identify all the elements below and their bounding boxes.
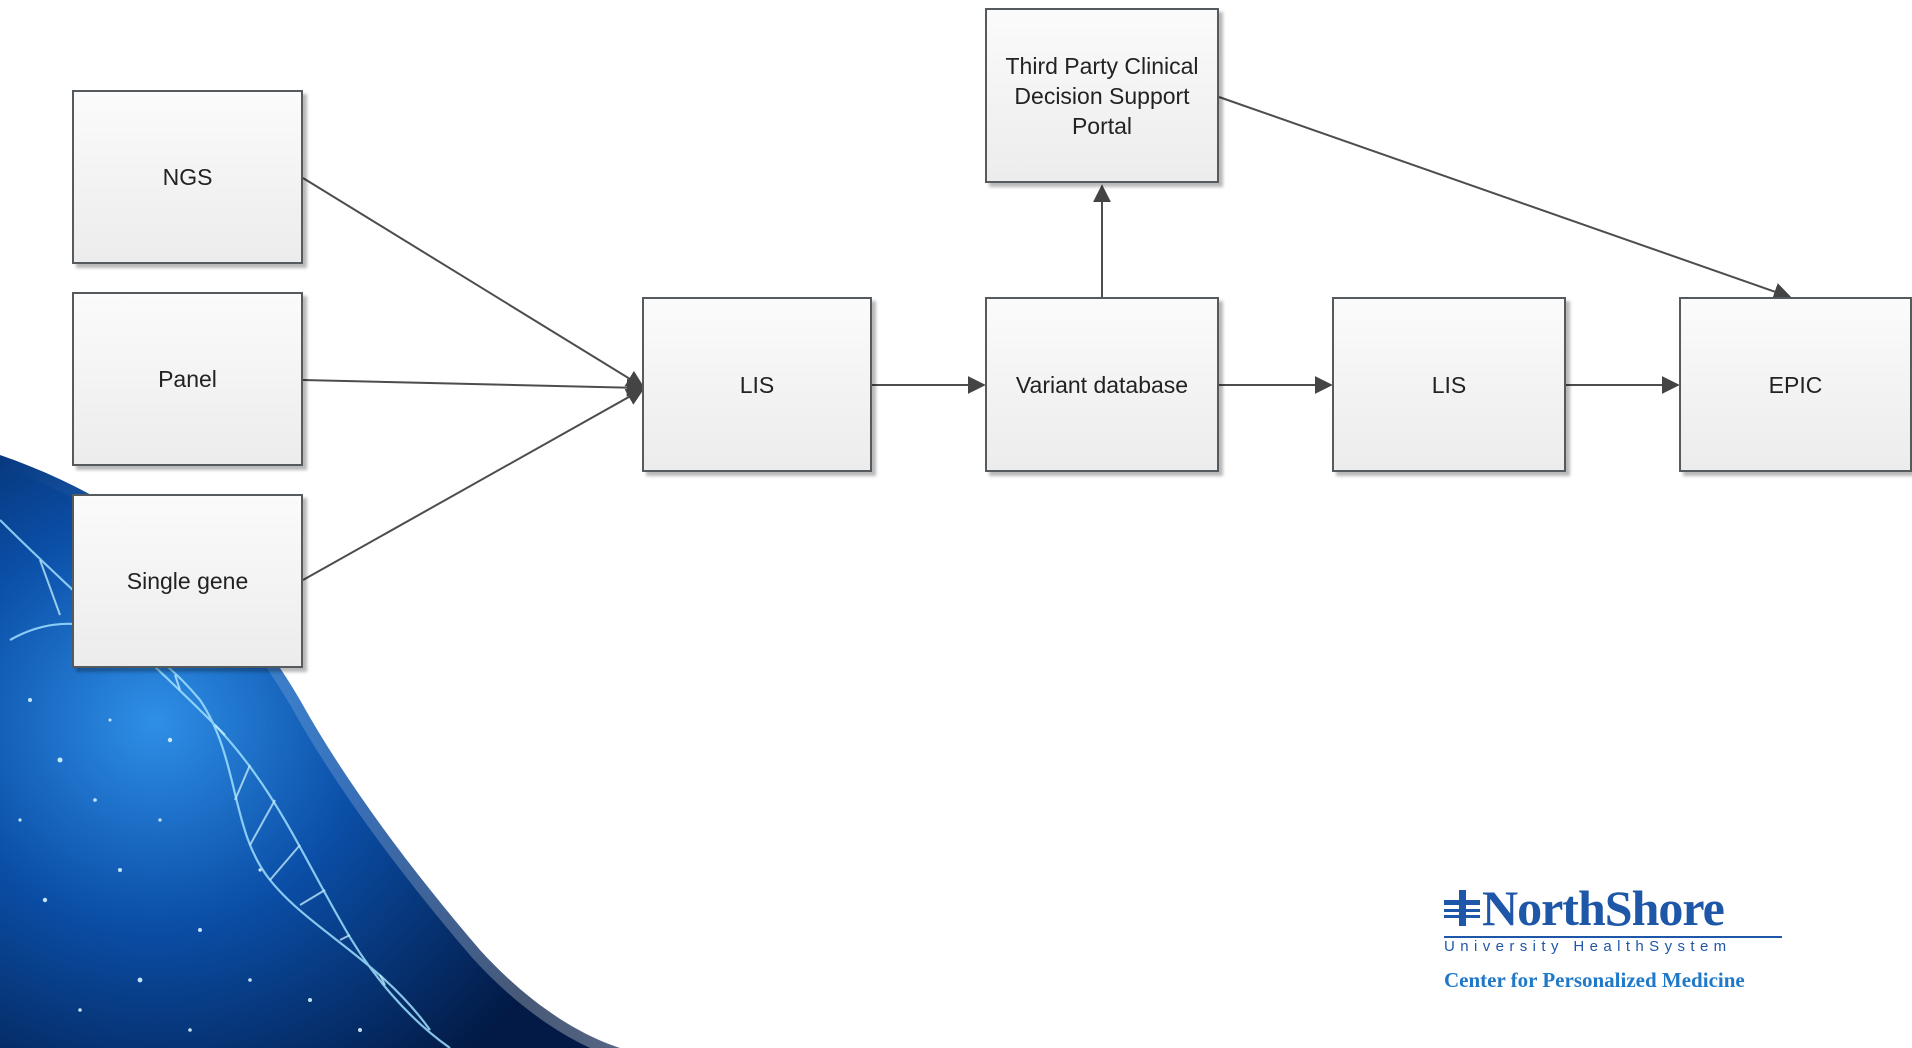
dna-particles: [18, 638, 362, 1032]
logo-divider: [1444, 936, 1782, 938]
logo-department: Center for Personalized Medicine: [1444, 968, 1745, 992]
node-portal-label: Third Party Clinical Decision Support Po…: [990, 51, 1215, 141]
node-lis-input-label: LIS: [739, 371, 775, 398]
node-ngs-label: NGS: [162, 164, 213, 190]
node-lis-output-label: LIS: [1431, 371, 1467, 398]
node-epic-label: EPIC: [1768, 371, 1823, 398]
node-epic: EPIC: [1679, 297, 1912, 472]
edge-ngs-to-lis: [302, 177, 645, 388]
node-variant-database-label: Variant database: [1015, 371, 1189, 398]
northshore-logo: NorthShore University HealthSystem Cente…: [1440, 880, 1790, 1000]
edge-single-gene-to-lis: [302, 388, 645, 581]
node-single-gene-label: Single gene: [126, 568, 249, 594]
node-variant-database: Variant database: [985, 297, 1219, 472]
edge-panel-to-lis: [302, 378, 645, 397]
edge-portal-to-epic: [1218, 96, 1792, 301]
node-panel: Panel: [72, 292, 303, 466]
node-panel-label: Panel: [158, 366, 217, 392]
logo-wordmark: NorthShore: [1482, 880, 1725, 936]
node-portal-label-line-2: Decision Support: [1014, 82, 1190, 109]
node-portal-label-line-3: Portal: [1071, 112, 1133, 139]
node-lis-output: LIS: [1332, 297, 1566, 472]
node-single-gene: Single gene: [72, 494, 303, 668]
node-clinical-decision-portal: Third Party Clinical Decision Support Po…: [985, 8, 1219, 183]
node-portal-label-line-1: Third Party Clinical: [1005, 52, 1199, 79]
node-ngs: NGS: [72, 90, 303, 264]
logo-tagline: University HealthSystem: [1444, 938, 1732, 955]
node-lis-input: LIS: [642, 297, 872, 472]
northshore-mark-icon: [1444, 890, 1480, 926]
